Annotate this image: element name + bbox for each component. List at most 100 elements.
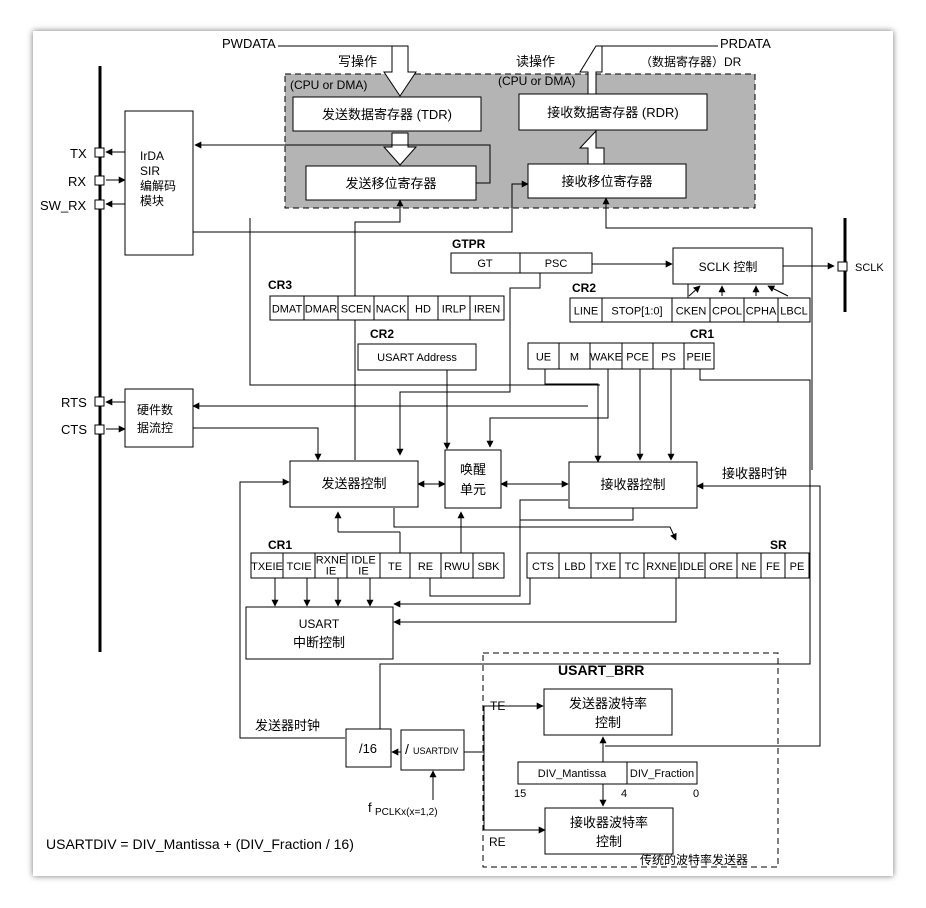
rx-baud-line-1: 接收器波特率 [570,815,648,830]
tx-baud-line-1: 发送器波特率 [569,696,647,711]
svg-text:SCEN: SCEN [341,304,372,316]
div-fraction-field [626,761,698,785]
wakeup-line-2: 单元 [460,482,486,497]
write-op-label: 写操作 [338,54,377,69]
sr-bit-txe: TXE [590,552,621,579]
sclk-control [672,247,784,285]
rx-baud-line-2: 控制 [596,834,622,849]
rx-pin[interactable]: RX [68,174,105,189]
tdr-label: 发送数据寄存器 (TDR) [322,107,452,122]
cr3-bit-hd: HD [407,295,439,321]
svg-text:TCIE: TCIE [286,561,311,573]
usartdiv-slash: / [405,741,409,757]
svg-text:PCE: PCE [626,352,649,364]
cr1-bottom-title: CR1 [268,538,292,552]
svg-text:DMAT: DMAT [272,304,303,316]
cr1-bit-wake: WAKE [589,342,623,370]
svg-text:NE: NE [741,561,756,573]
cr3-bit-nack: NACK [373,295,409,321]
usart-address-register [357,343,477,371]
svg-text:HD: HD [415,304,431,316]
sr-bit-tc: TC [619,552,645,579]
tdr-to-shift-arrow [382,132,418,166]
cr2-top-title: CR2 [572,281,596,295]
flow-line-1: 硬件数 [137,402,173,417]
svg-text:WAKE: WAKE [590,352,622,364]
usartdiv-block [400,729,465,771]
svg-text:PS: PS [661,352,676,364]
cr1-bit-rwu: RWU [440,552,474,579]
svg-text:TXEIE: TXEIE [251,561,283,573]
cr1-bit-sbk: SBK [472,552,505,579]
tx-shift-label: 发送移位寄存器 [345,176,436,191]
svg-text:LBD: LBD [564,561,585,573]
sclk-control-label: SCLK 控制 [699,260,758,274]
cr3-bit-scen: SCEN [337,295,375,321]
cr3-bit-irlp: IRLP [437,295,471,321]
rx-clock-label: 接收器时钟 [722,466,787,481]
cr1-bit-re: RE [409,552,442,579]
wakeup-unit [444,449,502,509]
brr-bit4: 4 [621,788,627,800]
sr-bit-ore: ORE [704,552,738,579]
svg-text:FE: FE [766,561,780,573]
cr1-top-title: CR1 [690,327,714,341]
flow-control-block [124,388,194,448]
cr3-bit-dmat: DMAT [269,295,305,321]
tx-pin[interactable]: TX [70,146,105,161]
rx-control-label: 接收器控制 [600,477,665,492]
gtpr-psc-label: PSC [545,258,568,270]
svg-text:RX: RX [68,174,86,189]
sr-bit-ne: NE [736,552,762,579]
cr2-bit-cken: CKEN [671,297,711,323]
svg-text:CPHA: CPHA [746,306,777,318]
sclk-pin[interactable]: SCLK [837,261,884,274]
dr-label: （数据寄存器）DR [640,54,742,69]
fpclk-f: f [368,800,372,815]
brr-bit15: 15 [514,788,526,800]
brr-te-label: TE [490,699,505,713]
cr2-bit-lbcl: LBCL [777,297,811,323]
write-bus-arrow [383,45,417,97]
sw-rx-pin[interactable]: SW_RX [40,198,105,213]
tx-clock-label: 发送器时钟 [255,718,320,733]
sr-title: SR [770,538,787,552]
svg-text:CKEN: CKEN [676,306,707,318]
svg-text:CPOL: CPOL [712,306,742,318]
tx-baud-control [543,688,673,736]
cr1-bit-ps: PS [652,342,685,370]
cr1-bit-txeie: TXEIE [250,552,284,579]
div-mantissa-label: DIV_Mantissa [538,768,607,780]
svg-text:TXE: TXE [595,561,616,573]
flow-line-2: 据流控 [137,421,173,435]
svg-text:DMAR: DMAR [305,304,337,316]
wakeup-line-1: 唤醒 [460,462,486,477]
svg-text:NACK: NACK [376,304,407,316]
tx-control-label: 发送器控制 [321,476,386,491]
cr1-bit-ue: UE [527,342,560,370]
shift-to-rdr-arrow [578,129,605,166]
cr2-bit-cpol: CPOL [709,297,745,323]
irda-line-1: IrDA [140,149,164,163]
rts-pin[interactable]: RTS [61,395,105,410]
gtpr-title: GTPR [452,237,486,251]
sr-bit-rxne: RXNE [643,552,680,579]
cts-pin[interactable]: CTS [61,422,105,437]
svg-text:STOP[1:0]: STOP[1:0] [611,306,662,318]
rdr-label: 接收数据寄存器 (RDR) [547,105,678,120]
rdr-register [518,93,708,131]
sr-bit-cts: CTS [526,552,560,579]
tx-control [289,460,419,508]
cr1-bit-pce: PCE [621,342,654,370]
cr2-bit-cpha: CPHA [743,297,779,323]
svg-text:CTS: CTS [532,561,554,573]
sr-bit-lbd: LBD [558,552,592,579]
svg-text:RWU: RWU [444,561,470,573]
svg-text:IRLP: IRLP [442,304,466,316]
gtpr-psc [519,252,593,274]
